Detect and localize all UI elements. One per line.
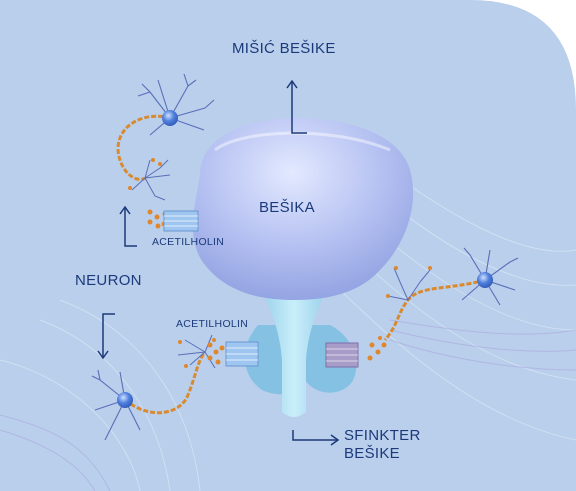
- arrow-sphincter: [292, 430, 337, 441]
- purple-lines: [0, 319, 576, 491]
- label-sphincter: SFINKTER BEŠIKE: [344, 427, 421, 463]
- label-bladder-muscle: MIŠIĆ BEŠIKE: [232, 40, 336, 57]
- bladder-neck: [252, 270, 336, 417]
- arrows: [97, 79, 340, 446]
- label-sphincter-line2: BEŠIKE: [344, 445, 400, 462]
- label-neuron: NEURON: [75, 272, 142, 289]
- label-acetylcholine-bottom: ACETILHOLIN: [176, 318, 249, 330]
- bladder-body: [193, 118, 414, 300]
- neuron-bottom-left: [91, 334, 216, 441]
- background-lines: [0, 149, 576, 491]
- arrow-acetylcholine-up: [124, 208, 137, 247]
- label-acetylcholine-top: ACETILHOLIN: [152, 236, 225, 248]
- vesicles-bottom-left: [178, 338, 225, 368]
- receptor-bottom-left: [225, 341, 259, 367]
- receptor-top: [163, 210, 199, 232]
- neuron-top-left: [116, 73, 215, 201]
- neuron-right: [383, 247, 519, 341]
- vesicles-right: [367, 266, 432, 361]
- receptor-right: [325, 342, 359, 368]
- bladder-highlight: [214, 131, 391, 152]
- arrow-muscle: [291, 82, 307, 134]
- arrow-neuron-down: [102, 313, 115, 357]
- label-sphincter-line1: SFINKTER: [344, 427, 421, 444]
- label-bladder: BEŠIKA: [259, 199, 315, 216]
